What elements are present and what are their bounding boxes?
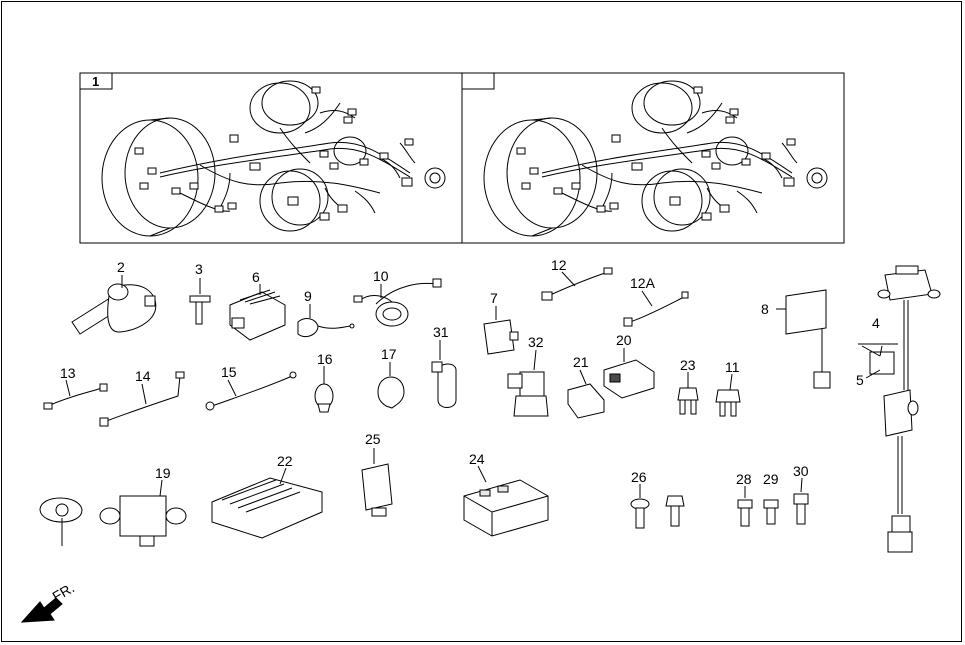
callout-11: 11 <box>725 359 740 375</box>
front-arrow-icon <box>20 597 63 623</box>
part-26-screw <box>630 484 650 529</box>
part-19-sensor <box>99 479 187 547</box>
part-12a-cable <box>623 290 689 327</box>
callout-9: 9 <box>304 288 312 304</box>
callout-26: 26 <box>631 469 647 485</box>
callout-15: 15 <box>221 364 237 380</box>
callout-24: 24 <box>469 451 485 467</box>
callout-14: 14 <box>135 368 151 384</box>
harness-panel-1-label: 1 <box>92 74 99 89</box>
callout-12: 12 <box>551 257 567 273</box>
callout-19: 19 <box>155 465 171 481</box>
harness-panel-2 <box>461 72 845 244</box>
part-31-clip <box>431 340 457 408</box>
callout-16: 16 <box>317 351 333 367</box>
part-29-bolt <box>763 499 779 525</box>
part-28-bolt <box>737 486 753 527</box>
part-24-fuse-box <box>463 465 549 537</box>
part-20-module <box>603 348 655 399</box>
callout-23: 23 <box>680 357 696 373</box>
part-11-fuse <box>715 373 741 417</box>
part-8-battery <box>776 289 827 335</box>
part-13-cable <box>43 379 108 410</box>
part-17-band <box>377 362 405 409</box>
callout-29: 29 <box>763 471 779 487</box>
callout-13: 13 <box>60 365 76 381</box>
callout-28: 28 <box>736 471 752 487</box>
part-32-boot <box>507 349 549 417</box>
part-14-cable <box>99 371 185 427</box>
harness-panel-1: 1 <box>79 72 463 244</box>
callout-25: 25 <box>365 431 381 447</box>
part-30-bolt <box>793 477 809 525</box>
part-8-lead <box>813 328 831 389</box>
part-25-module <box>361 448 393 517</box>
callout-5: 5 <box>856 372 864 388</box>
part-22-ecu <box>211 467 323 539</box>
part-15-cable <box>205 371 297 411</box>
part-7-relay <box>483 306 519 355</box>
callout-30: 30 <box>793 463 809 479</box>
part-10-horn-lead <box>353 278 442 327</box>
part-6-regulator <box>229 284 286 341</box>
part-16-clamp <box>314 366 334 413</box>
callout-4: 4 <box>872 315 880 331</box>
part-21-connector <box>567 369 605 419</box>
callout-7: 7 <box>490 290 498 306</box>
part-4-wire-harness <box>877 265 941 553</box>
part-horn <box>39 497 83 546</box>
callout-32: 32 <box>528 334 544 350</box>
part-12-cable <box>541 267 613 301</box>
callout-2: 2 <box>117 259 125 275</box>
part-5-connector <box>858 343 898 379</box>
part-26-bolt <box>665 495 685 527</box>
part-9-sensor-cable <box>297 304 355 338</box>
callout-8: 8 <box>761 301 769 317</box>
part-23-fuse <box>677 372 699 415</box>
callout-10: 10 <box>373 268 389 284</box>
callout-22: 22 <box>277 453 293 469</box>
part-2-ignition-coil <box>71 275 157 335</box>
callout-6: 6 <box>252 269 260 285</box>
callout-21: 21 <box>573 354 589 370</box>
callout-20: 20 <box>616 332 632 348</box>
callout-12a: 12A <box>630 275 656 291</box>
callout-17: 17 <box>381 346 397 362</box>
part-3-sensor <box>189 278 211 325</box>
callout-3: 3 <box>195 261 203 277</box>
callout-31: 31 <box>433 324 449 340</box>
